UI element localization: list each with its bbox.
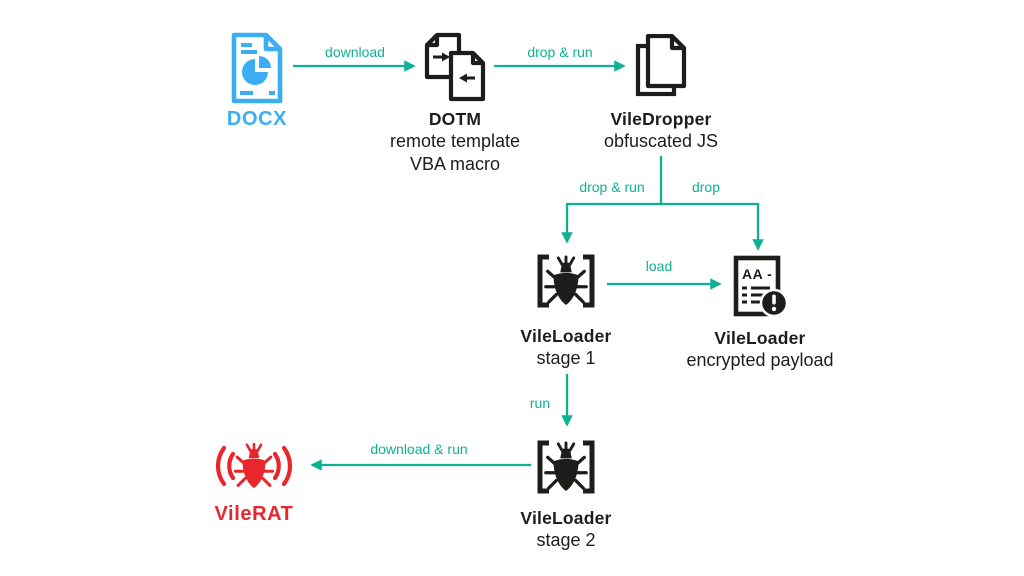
bug-in-brackets-icon bbox=[537, 440, 595, 494]
docx-node-title: DOCX bbox=[226, 108, 288, 130]
node-dotm: DOTM remote template VBA macro bbox=[380, 32, 530, 176]
edge-label-download-run: download & run bbox=[370, 441, 468, 457]
dotm-node-title: DOTM bbox=[428, 109, 482, 129]
encrypted-document-icon: AA - bbox=[733, 255, 789, 318]
payload-node-title: VileLoader bbox=[714, 328, 806, 348]
edge-label-download: download bbox=[325, 44, 385, 60]
node-viledropper: VileDropper obfuscated JS bbox=[586, 34, 736, 153]
vilerat-node-title: VileRAT bbox=[214, 503, 294, 525]
dotm-template-icon bbox=[424, 32, 486, 102]
stacked-documents-icon bbox=[635, 34, 687, 97]
docx-document-icon bbox=[231, 32, 283, 104]
stage2-node-title: VileLoader bbox=[520, 508, 612, 528]
viledropper-node-title: VileDropper bbox=[610, 109, 712, 129]
node-vilerat: VileRAT bbox=[194, 443, 314, 525]
payload-icon-text: AA - bbox=[742, 266, 772, 282]
node-vileloader-payload: AA - VileLoader encrypted payload bbox=[675, 255, 845, 372]
node-vileloader-stage2: VileLoader stage 2 bbox=[491, 439, 641, 552]
node-vileloader-stage1: VileLoader stage 1 bbox=[491, 253, 641, 370]
edge-label-drop-run-top: drop & run bbox=[527, 44, 593, 60]
bug-in-brackets-icon bbox=[537, 254, 595, 308]
dotm-node-subtitle-1: remote template bbox=[389, 131, 521, 151]
node-docx: DOCX bbox=[197, 32, 317, 130]
payload-node-subtitle: encrypted payload bbox=[686, 350, 834, 370]
stage2-node-subtitle: stage 2 bbox=[536, 530, 596, 550]
edge-label-drop: drop bbox=[691, 179, 721, 195]
edge-label-drop-run-branch: drop & run bbox=[579, 179, 645, 195]
viledropper-node-subtitle: obfuscated JS bbox=[603, 131, 719, 151]
edge-label-load: load bbox=[645, 258, 673, 274]
dotm-node-subtitle-2: VBA macro bbox=[409, 154, 501, 174]
edge-label-run: run bbox=[529, 395, 551, 411]
stage1-node-subtitle: stage 1 bbox=[536, 348, 596, 368]
bug-signal-icon bbox=[215, 443, 293, 489]
stage1-node-title: VileLoader bbox=[520, 326, 612, 346]
